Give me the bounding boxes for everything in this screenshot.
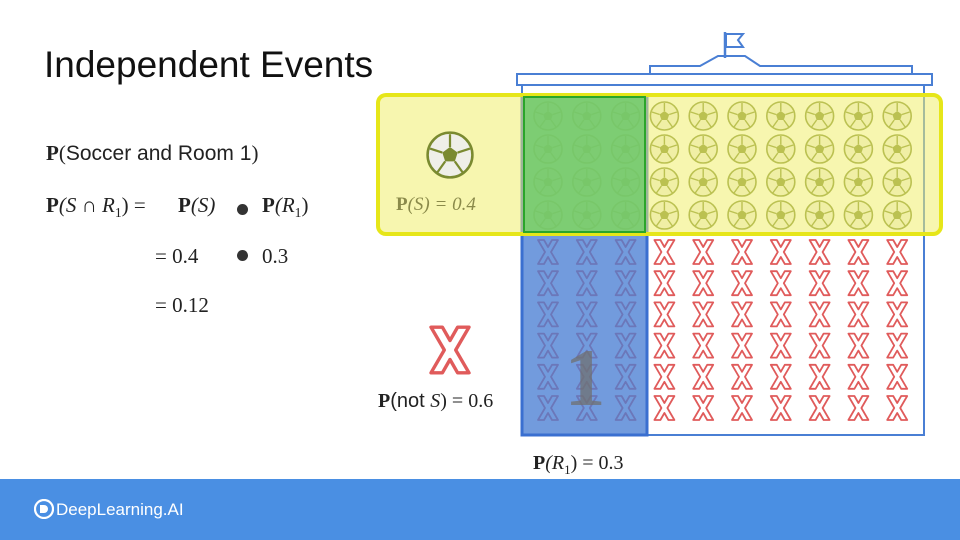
x-mark-icon — [886, 239, 909, 265]
paren-close: ) — [251, 141, 259, 165]
x-mark-icon — [886, 395, 909, 421]
x-mark-icon — [692, 270, 715, 297]
x-mark-icon — [808, 363, 831, 390]
x-mark-icon — [692, 301, 715, 328]
x-mark-icon — [653, 395, 676, 421]
x-mark-icon — [886, 332, 909, 359]
footer-bar — [0, 479, 960, 540]
x-mark-icon — [692, 395, 715, 421]
x-mark-icon — [886, 270, 909, 297]
x-mark-icon — [653, 239, 676, 265]
room-1-prob-label: P(R1) = 0.3 — [533, 452, 624, 477]
event-description: Soccer and Room 1 — [65, 142, 252, 165]
x-mark-icon — [731, 363, 753, 390]
room-number: 1 — [565, 332, 606, 423]
intersection-expression: (S ∩ R — [58, 193, 115, 217]
x-mark-icon — [692, 239, 715, 265]
x-mark-icon — [731, 301, 753, 328]
x-mark-icon — [769, 239, 792, 265]
subscript: 1 — [114, 205, 122, 221]
prob-symbol: P — [46, 193, 59, 217]
x-mark-icon — [769, 395, 792, 421]
x-mark-icon — [808, 395, 831, 421]
brand-name: DeepLearning.AI — [56, 500, 184, 519]
not-soccer-prob-label: P(not S) = 0.6 — [378, 390, 493, 412]
prob-symbol: P — [46, 141, 59, 165]
x-mark-icon — [808, 301, 831, 328]
flag-icon — [723, 32, 746, 58]
overlap-soccer-room-1 — [523, 96, 646, 233]
x-mark-icon — [692, 332, 715, 359]
x-mark-icon — [731, 395, 753, 421]
paren-close: ) — [301, 193, 309, 217]
x-mark-icon — [769, 363, 792, 390]
x-mark-icon — [769, 332, 792, 359]
x-mark-icon — [847, 332, 870, 359]
equation-line-3-left: = 0.4 — [155, 244, 199, 268]
soccer-prob-label: P(S) = 0.4 — [396, 194, 476, 215]
x-mark-icon — [653, 301, 676, 328]
x-mark-icon — [847, 395, 870, 421]
x-mark-icon — [847, 270, 870, 297]
x-mark-icon — [847, 239, 870, 265]
soccer-band — [376, 93, 943, 236]
x-mark-icon — [731, 270, 753, 297]
equation-line-3-right: 0.3 — [262, 244, 289, 268]
x-mark-icon — [808, 270, 831, 297]
paren-open: ( — [58, 141, 66, 165]
equation-line-2: P(S ∩ R1) = — [46, 193, 146, 221]
x-mark-icon — [731, 239, 753, 265]
deeplearning-logo-icon — [34, 499, 54, 519]
x-mark-icon — [808, 239, 831, 265]
x-mark-icon — [847, 363, 870, 390]
subscript: 1 — [294, 205, 302, 221]
slide-title: Independent Events — [44, 44, 374, 85]
x-mark-icon — [653, 270, 676, 297]
x-mark-icon — [847, 301, 870, 328]
x-mark-icon — [429, 325, 471, 375]
equals-sign: ) = — [121, 193, 146, 217]
multiply-dot-icon — [237, 204, 248, 215]
x-mark-icon — [886, 363, 909, 390]
equation-line-1: P(Soccer and Room 1) — [46, 141, 258, 166]
x-mark-icon — [653, 363, 676, 390]
x-mark-icon — [731, 332, 753, 359]
x-mark-icon — [692, 363, 715, 390]
room-arg: (R — [274, 193, 295, 217]
prob-soccer-term: P(S) — [178, 193, 215, 218]
prob-symbol: P — [178, 193, 191, 217]
x-mark-icon — [886, 301, 909, 328]
equation-line-4: = 0.12 — [155, 293, 209, 317]
multiply-dot-icon — [237, 250, 248, 261]
soccer-ball-icon — [426, 131, 474, 179]
prob-symbol: P — [262, 193, 275, 217]
x-mark-icon — [769, 270, 792, 297]
x-mark-icon — [769, 301, 792, 328]
prob-room-term: P(R1) — [262, 193, 308, 221]
soccer-arg: (S) — [190, 193, 216, 217]
x-mark-icon — [653, 332, 676, 359]
x-mark-icon — [808, 332, 831, 359]
